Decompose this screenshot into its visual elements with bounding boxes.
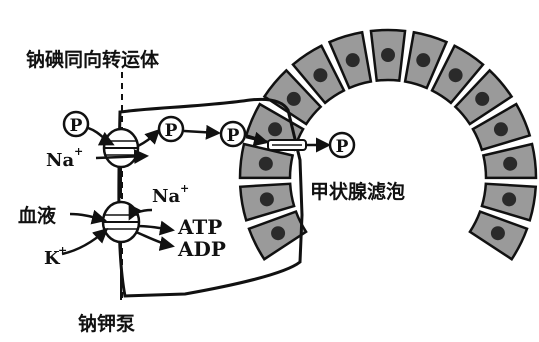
svg-text:P: P [70,116,83,136]
cell-nucleus [491,226,505,240]
cell-nucleus [271,226,285,240]
svg-text:P: P [165,121,178,141]
iodide-inside-2: P [221,122,245,146]
cell-nucleus [260,192,274,206]
sodium-ion-left: Na + [46,145,83,171]
iodide-inside-1: P [159,117,183,141]
cell-nucleus [346,53,360,67]
atp-label: ATP [177,215,222,239]
pump-label: 钠钾泵 [78,312,135,335]
sodium-iodide-symporter [104,129,138,167]
cell-nucleus [259,157,273,171]
cell-nucleus [503,157,517,171]
apical-channel [268,140,306,150]
blood-label: 血液 [18,204,57,227]
sodium-potassium-pump [103,202,139,242]
cell-nucleus [416,53,430,67]
sodium-ion-pump: Na + [152,182,189,207]
svg-text:Na: Na [46,150,74,171]
svg-text:+: + [74,145,83,158]
adp-label: ADP [177,237,226,261]
iodide-follicle: P [330,133,354,157]
cell-nucleus [449,68,463,82]
svg-text:P: P [227,126,240,146]
iodide-outside: P [64,112,88,136]
svg-text:P: P [336,137,349,157]
cell-nucleus [313,68,327,82]
svg-text:+: + [58,244,67,257]
symporter-label: 钠碘同向转运体 [26,48,160,71]
svg-text:Na: Na [152,186,180,207]
cell-nucleus [287,92,301,106]
follicle-label: 甲状腺滤泡 [310,180,405,203]
cell-nucleus [268,122,282,136]
cell-nucleus [381,48,395,62]
cell-nucleus [494,122,508,136]
potassium-ion: K + [44,244,67,269]
svg-text:+: + [180,182,189,195]
cell-nucleus [475,92,489,106]
cell-nucleus [502,192,516,206]
